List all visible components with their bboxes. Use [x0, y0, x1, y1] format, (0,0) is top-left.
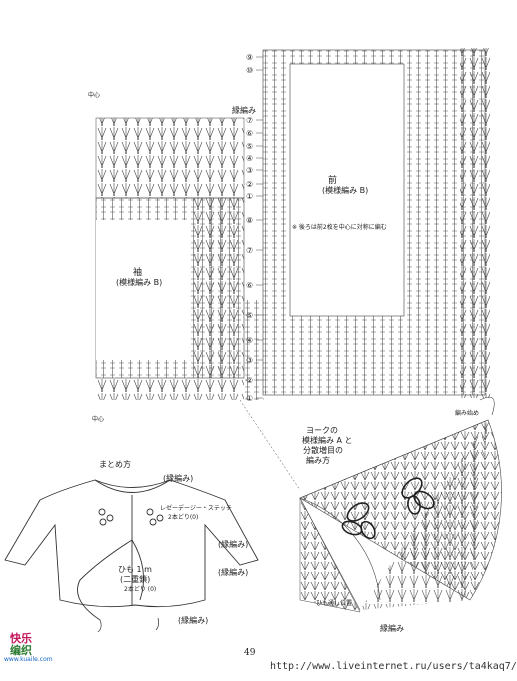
row-marker: ⑧	[246, 216, 253, 225]
row-marker: ⑤	[246, 311, 253, 320]
assembly-title: まとめ方	[99, 460, 131, 469]
front-blank-area	[289, 63, 405, 317]
assembly-edge-1: (縁編み)	[163, 474, 194, 483]
row-marker: ②	[246, 376, 253, 385]
assembly-lazy-daisy-yarn: 2本どり(0)	[168, 514, 199, 521]
row-marker: ①	[246, 192, 253, 201]
front-edge-shells	[460, 48, 490, 398]
row-marker: ①	[246, 394, 253, 403]
sleeve-bottom-shells	[96, 378, 244, 400]
cord-pass-label: ひも通し位置	[316, 600, 353, 607]
start-label: 編み始め	[455, 410, 480, 417]
assembly-edge-2: (縁編み)	[218, 540, 249, 549]
row-marker: ③	[246, 166, 253, 175]
sleeve-title: 袖	[133, 268, 143, 278]
assembly-cardigan	[4, 479, 259, 633]
yoke-label-1: ヨークの	[306, 426, 338, 435]
logo-url: www.kuaile.com	[4, 656, 53, 663]
row-marker: ⑥	[246, 281, 253, 290]
armhole-connect	[244, 300, 264, 400]
row-marker: ④	[246, 336, 253, 345]
row-marker: ②	[246, 180, 253, 189]
row-marker: ⑤	[246, 142, 253, 151]
front-subtitle: (模様編み B)	[322, 186, 369, 195]
yoke-label-3: 分散増目の	[303, 446, 343, 455]
row-marker: ⑦	[246, 246, 253, 255]
edge-label-top: 縁編み	[232, 106, 256, 115]
yoke-label-4: 編み方	[306, 456, 330, 465]
assembly-cord: ひも 1 m	[118, 565, 152, 574]
row-marker: ⑩	[246, 66, 253, 75]
assembly-cord-yarn: 2本どり (0)	[124, 586, 157, 593]
logo-line-2: 编织	[10, 644, 32, 657]
center-bottom-label: 中心	[92, 416, 105, 423]
assembly-edge-4: (縁編み)	[178, 616, 209, 625]
row-marker: ⑨	[246, 53, 253, 62]
site-logo: 快乐 编织 www.kuaile.com	[4, 630, 66, 666]
front-title: 前	[328, 176, 338, 186]
front-note: ※ 後ろは前2枚を中心に対称に編む	[292, 224, 387, 231]
assembly-cord-type: (二重鎖)	[120, 575, 151, 584]
logo-line-1: 快乐	[10, 632, 32, 645]
row-marker: ④	[246, 154, 253, 163]
row-marker: ③	[246, 356, 253, 365]
row-marker: ⑦	[246, 116, 253, 125]
yoke-motif-left	[341, 502, 376, 540]
sleeve-side-shells	[190, 198, 244, 378]
sleeve-blank-area	[96, 220, 191, 360]
row-marker-column: ⑨ ⑩ ⑦ ⑥ ⑤ ④ ③ ② ① ⑧ ⑦ ⑥ ⑤ ④ ③ ② ①	[246, 53, 263, 403]
sleeve-top-shells	[95, 117, 245, 199]
edge-label-bottom: 縁編み	[380, 624, 404, 633]
assembly-edge-3: (縁編み)	[218, 568, 249, 577]
assembly-lazy-daisy: レゼーデージー・ステッチ	[160, 505, 232, 512]
center-top-label: 中心	[88, 92, 101, 99]
source-url: http://www.liveinternet.ru/users/ta4kaq7…	[270, 661, 517, 672]
row-marker: ⑥	[246, 129, 253, 138]
yoke-motif-right	[401, 477, 435, 515]
yoke-label-2: 模様編み A と	[302, 436, 353, 445]
sleeve-subtitle: (模様編み B)	[116, 278, 163, 287]
page-number: 49	[244, 648, 256, 658]
